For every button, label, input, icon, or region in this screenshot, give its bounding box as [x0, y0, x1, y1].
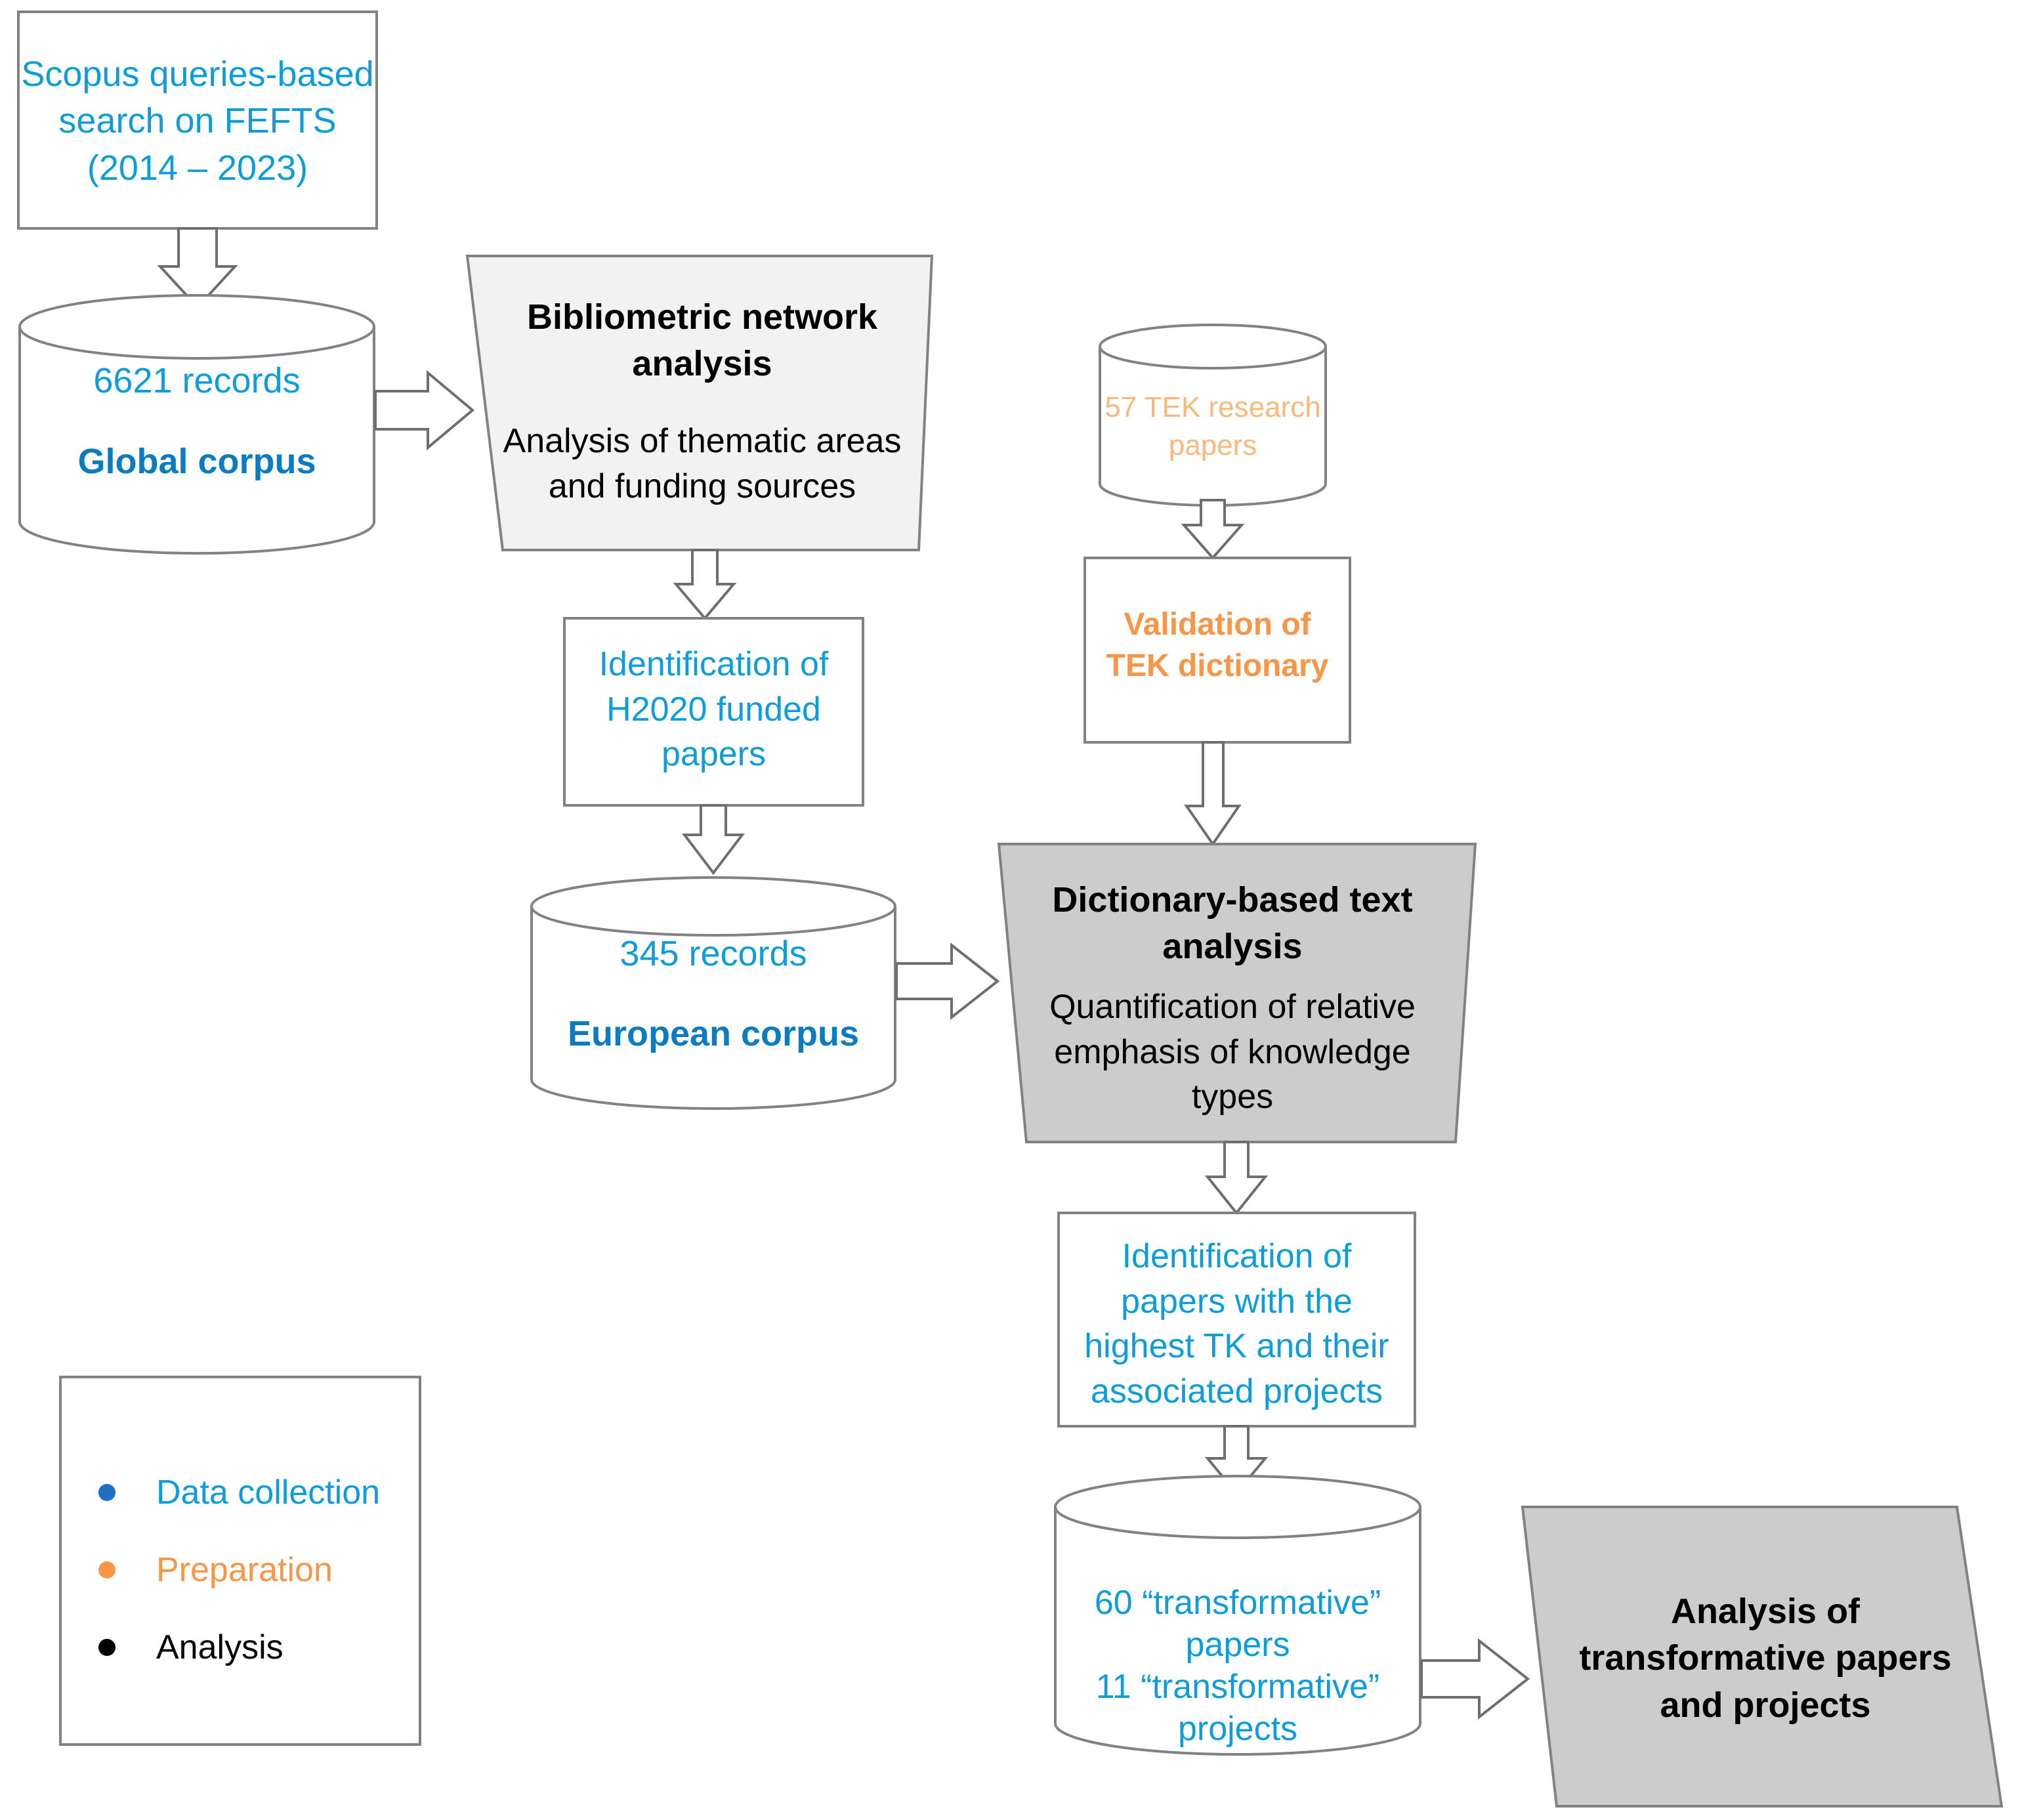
bibliometric-analysis-body: Analysis of thematic areas and funding s… [503, 422, 902, 505]
bibliometric-analysis-trapezoid [467, 256, 932, 550]
transformative-papers-line2: papers [1185, 1626, 1290, 1664]
transformative-papers-line1: 60 “transformative” [1094, 1584, 1381, 1622]
legend-dot-preparation [98, 1561, 116, 1578]
legend-label-preparation: Preparation [156, 1551, 333, 1589]
tek-validation-box [1085, 558, 1350, 742]
european-corpus-count: 345 records [620, 934, 807, 973]
transformative-projects-line2: projects [1177, 1710, 1298, 1748]
tek-validation-label: Validation of TEK dictionary [1106, 607, 1329, 684]
legend-label-data-collection: Data collection [156, 1473, 381, 1512]
h2020-identification-label: Identification of H2020 funded papers [599, 645, 829, 774]
final-analysis-trapezoid [1523, 1507, 2002, 1806]
tek-papers-label: 57 TEK research papers [1104, 391, 1321, 462]
global-corpus-cylinder [18, 294, 375, 555]
h2020-identification-box [564, 618, 863, 805]
dictionary-analysis-title: Dictionary-based text analysis [1052, 880, 1413, 967]
arrow-h2020-to-european-corpus [681, 804, 746, 876]
legend-dot-data-collection [98, 1484, 116, 1501]
legend-box [60, 1377, 420, 1745]
legend-item-data-collection: Data collection [98, 1454, 380, 1531]
arrow-tek-papers-to-validation [1181, 499, 1245, 561]
arrow-dictionary-analysis-to-highest-tk [1204, 1141, 1269, 1216]
arrow-transformative-to-final-analysis [1420, 1638, 1530, 1720]
global-corpus-count: 6621 records [93, 361, 301, 400]
european-corpus-cylinder [530, 876, 896, 1110]
arrow-bibliometric-to-h2020 [673, 549, 737, 621]
tek-papers-cylinder [1099, 324, 1327, 507]
arrow-european-corpus-to-dictionary-analysis [895, 942, 1000, 1021]
arrow-scopus-to-global-corpus [157, 227, 238, 309]
transformative-projects-line1: 11 “transformative” [1095, 1668, 1380, 1706]
highest-tk-identification-box [1059, 1213, 1415, 1426]
arrow-validation-to-dictionary-analysis [1184, 741, 1242, 847]
highest-tk-identification-label: Identification of papers with the highes… [1084, 1237, 1389, 1410]
arrow-global-corpus-to-bibliometric [374, 370, 475, 451]
bibliometric-analysis-title: Bibliometric network analysis [526, 297, 878, 384]
legend-item-preparation: Preparation [98, 1531, 374, 1609]
dictionary-analysis-trapezoid [999, 844, 1475, 1142]
legend-item-analysis: Analysis [98, 1609, 374, 1686]
transformative-outputs-cylinder [1054, 1475, 1421, 1756]
scopus-search-box [18, 12, 377, 228]
scopus-search-label: Scopus queries-based search on FEFTS (20… [21, 54, 374, 188]
legend-label-analysis: Analysis [156, 1628, 284, 1666]
final-analysis-label: Analysis of transformative papers and pr… [1579, 1592, 1952, 1725]
legend-dot-analysis [98, 1639, 116, 1656]
european-corpus-label: European corpus [567, 1014, 860, 1053]
global-corpus-label: Global corpus [77, 442, 316, 481]
legend-items: Data collection Preparation Analysis [98, 1454, 380, 1686]
dictionary-analysis-body: Quantification of relative emphasis of k… [1049, 988, 1416, 1116]
